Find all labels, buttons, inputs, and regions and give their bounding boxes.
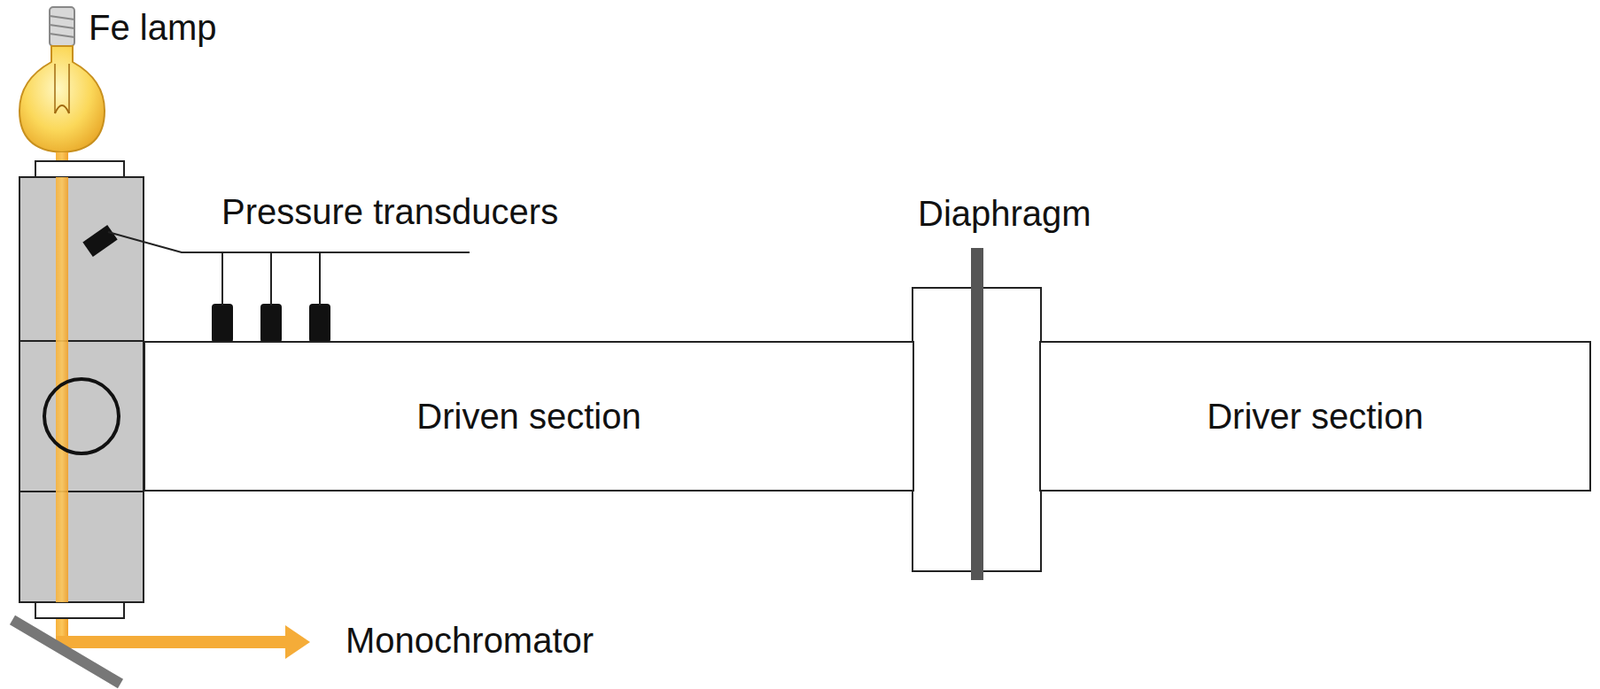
part-label: Fe lamp bbox=[88, 7, 218, 48]
section-box: Driven section bbox=[143, 341, 915, 492]
part-label: Diaphragm bbox=[917, 193, 1092, 234]
test-section bbox=[19, 161, 144, 619]
diaphragm-sheet bbox=[970, 248, 984, 581]
mirror bbox=[12, 620, 121, 684]
section-label: Driver section bbox=[1206, 396, 1424, 437]
part-label: Monochromator bbox=[345, 620, 594, 661]
section-box: Driver section bbox=[1039, 341, 1592, 492]
section-label: Driven section bbox=[416, 396, 641, 437]
part-label: Pressure transducers bbox=[221, 191, 559, 233]
leader-line bbox=[108, 232, 470, 306]
pressure-transducers bbox=[211, 303, 331, 343]
